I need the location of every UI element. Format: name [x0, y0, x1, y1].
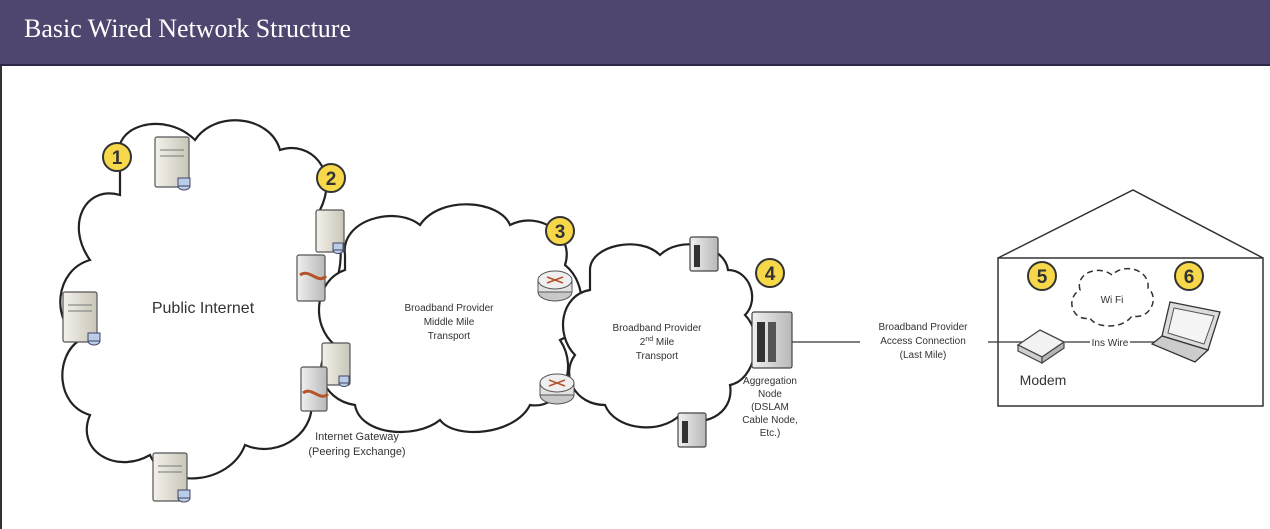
slide-title: Basic Wired Network Structure: [24, 14, 351, 43]
last-mile-line: Access Connection: [880, 336, 966, 347]
server-icon: [62, 291, 101, 346]
badge-3: 3: [545, 216, 575, 246]
server-icon: [154, 136, 191, 191]
second-mile-cloud: [561, 243, 757, 429]
middle-mile-line: Broadband Provider: [405, 303, 495, 314]
wifi-cloud: [1071, 267, 1154, 327]
second-mile-line: Broadband Provider: [613, 323, 703, 334]
server-icon: [152, 452, 191, 503]
svg-text:5: 5: [1037, 267, 1048, 288]
aggregation-line: (DSLAM: [751, 402, 789, 413]
last-mile-line: Broadband Provider: [879, 322, 969, 333]
badge-5: 5: [1027, 261, 1057, 291]
network-node-icon: [677, 412, 707, 448]
svg-text:6: 6: [1184, 267, 1195, 288]
left-border: [0, 66, 2, 529]
svg-text:3: 3: [555, 222, 566, 243]
gateway-label: Internet Gateway (Peering Exchange): [308, 431, 405, 458]
second-mile-line: 2nd Mile: [640, 336, 675, 348]
public-internet-label: Public Internet: [152, 300, 255, 317]
aggregation-line: Node: [758, 389, 782, 400]
svg-text:2: 2: [326, 169, 337, 190]
server-icon: [315, 209, 345, 254]
last-mile-label: Broadband Provider Access Connection (La…: [860, 321, 988, 361]
aggregation-line: Etc.): [760, 428, 781, 439]
aggregation-line: Aggregation: [743, 376, 797, 387]
aggregation-node-icon: [751, 311, 793, 369]
badge-6: 6: [1174, 261, 1204, 291]
ins-wire-label: Ins Wire: [1092, 338, 1129, 349]
svg-text:1: 1: [112, 148, 123, 169]
middle-mile-label: Broadband Provider Middle Mile Transport: [405, 303, 495, 342]
router-icon: [539, 373, 575, 405]
server-icon: [321, 342, 351, 387]
badge-2: 2: [316, 163, 346, 193]
gateway-line: (Peering Exchange): [308, 446, 405, 458]
svg-text:4: 4: [765, 264, 776, 285]
last-mile-line: (Last Mile): [900, 350, 947, 361]
gateway-line: Internet Gateway: [315, 431, 399, 443]
second-mile-label: Broadband Provider 2nd Mile Transport: [613, 323, 703, 362]
aggregation-label: Aggregation Node (DSLAM Cable Node, Etc.…: [742, 376, 798, 439]
wifi-label: Wi Fi: [1101, 295, 1124, 306]
gateway-icon: [300, 366, 330, 412]
aggregation-line: Cable Node,: [742, 415, 798, 426]
modem-label: Modem: [1020, 372, 1067, 388]
house: [997, 189, 1264, 407]
second-mile-line: Transport: [636, 351, 679, 362]
modem-icon: [1016, 329, 1066, 365]
middle-mile-line: Transport: [428, 331, 471, 342]
gateway-icon: [296, 254, 328, 302]
badge-4: 4: [755, 258, 785, 288]
laptop-icon: [1150, 301, 1221, 363]
badge-1: 1: [102, 142, 132, 172]
header-bar: Basic Wired Network Structure: [0, 0, 1270, 66]
router-icon: [537, 270, 573, 302]
network-node-icon: [689, 236, 719, 272]
middle-mile-line: Middle Mile: [424, 317, 475, 328]
